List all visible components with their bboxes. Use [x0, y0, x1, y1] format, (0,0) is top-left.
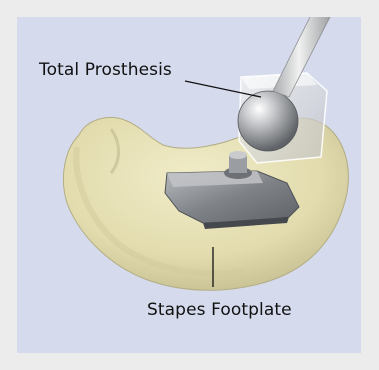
prosthesis-illustration: Total Prosthesis Stapes Footplate — [17, 17, 361, 353]
prosthesis-ball — [238, 91, 298, 151]
label-total-prosthesis: Total Prosthesis — [39, 60, 172, 80]
label-stapes-footplate: Stapes Footplate — [147, 300, 292, 320]
